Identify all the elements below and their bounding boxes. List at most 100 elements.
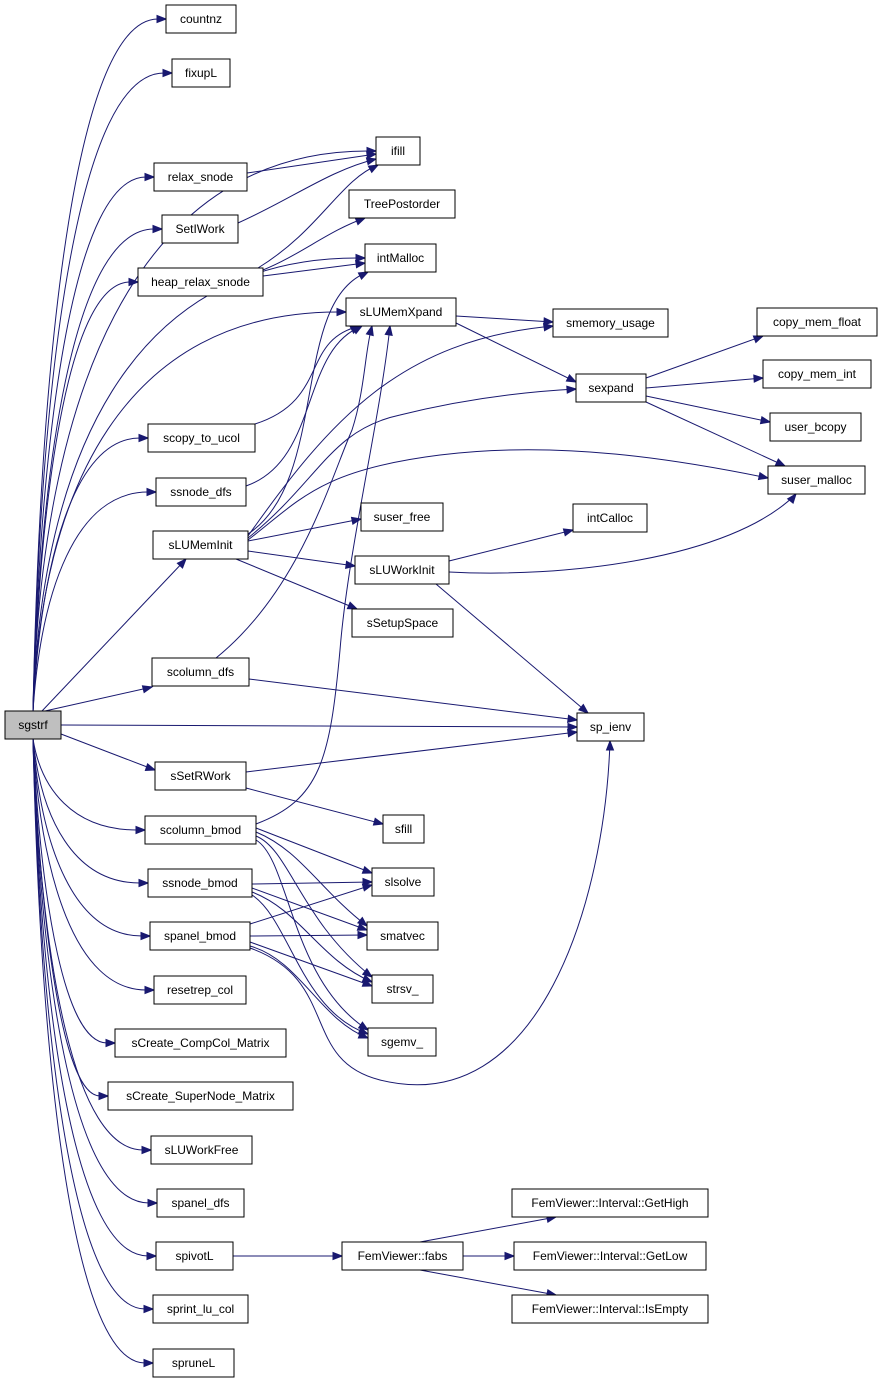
node-intMalloc[interactable]: intMalloc: [364, 243, 437, 273]
node-box[interactable]: [348, 189, 456, 219]
node-label[interactable]: sLUMemXpand: [360, 305, 443, 319]
node-label[interactable]: ssnode_dfs: [170, 485, 231, 499]
node-label[interactable]: spanel_bmod: [164, 929, 236, 943]
node-box[interactable]: [165, 4, 237, 34]
node-sSetRWork[interactable]: sSetRWork: [154, 761, 247, 791]
node-sgstrf[interactable]: sgstrf: [4, 710, 62, 740]
node-ssnode_bmod[interactable]: ssnode_bmod: [147, 868, 253, 898]
node-label[interactable]: sp_ienv: [590, 720, 631, 734]
node-countnz[interactable]: countnz: [165, 4, 237, 34]
node-label[interactable]: user_bcopy: [784, 420, 846, 434]
node-box[interactable]: [152, 1348, 235, 1378]
node-label[interactable]: smemory_usage: [566, 316, 655, 330]
node-box[interactable]: [366, 921, 439, 951]
node-ssnode_dfs[interactable]: ssnode_dfs: [155, 477, 247, 507]
node-box[interactable]: [756, 307, 878, 337]
node-label[interactable]: sgemv_: [381, 1035, 423, 1049]
node-box[interactable]: [511, 1188, 709, 1218]
node-box[interactable]: [153, 162, 248, 192]
node-box[interactable]: [155, 477, 247, 507]
node-label[interactable]: TreePostorder: [364, 197, 440, 211]
node-TreePostorder[interactable]: TreePostorder: [348, 189, 456, 219]
node-sLUWorkInit[interactable]: sLUWorkInit: [354, 555, 450, 585]
node-smemory_usage[interactable]: smemory_usage: [552, 308, 669, 338]
node-label[interactable]: sCreate_SuperNode_Matrix: [126, 1089, 275, 1103]
node-user_bcopy[interactable]: user_bcopy: [769, 412, 862, 442]
node-label[interactable]: countnz: [180, 12, 222, 26]
node-sSetupSpace[interactable]: sSetupSpace: [351, 608, 454, 638]
node-box[interactable]: [382, 814, 425, 844]
node-label[interactable]: sLUWorkFree: [165, 1143, 239, 1157]
node-label[interactable]: relax_snode: [168, 170, 234, 184]
node-label[interactable]: fixupL: [185, 66, 217, 80]
node-label[interactable]: scolumn_dfs: [167, 665, 234, 679]
node-label[interactable]: sSetRWork: [170, 769, 231, 783]
node-box[interactable]: [354, 555, 450, 585]
node-strsv_[interactable]: strsv_: [371, 974, 434, 1004]
node-GetHigh[interactable]: FemViewer::Interval::GetHigh: [511, 1188, 709, 1218]
node-label[interactable]: copy_mem_float: [773, 315, 862, 329]
node-box[interactable]: [576, 712, 645, 742]
node-sfill[interactable]: sfill: [382, 814, 425, 844]
node-scolumn_bmod[interactable]: scolumn_bmod: [144, 815, 257, 845]
node-label[interactable]: sSetupSpace: [367, 616, 439, 630]
node-box[interactable]: [154, 761, 247, 791]
node-label[interactable]: strsv_: [386, 982, 418, 996]
node-box[interactable]: [371, 867, 435, 897]
node-resetrep_col[interactable]: resetrep_col: [153, 975, 247, 1005]
node-copy_mem_int[interactable]: copy_mem_int: [762, 359, 872, 389]
node-box[interactable]: [364, 243, 437, 273]
node-sprint_lu_col[interactable]: sprint_lu_col: [152, 1294, 249, 1324]
node-sexpand[interactable]: sexpand: [575, 373, 647, 403]
node-label[interactable]: sfill: [395, 822, 412, 836]
node-label[interactable]: ifill: [391, 144, 405, 158]
node-box[interactable]: [152, 1294, 249, 1324]
node-label[interactable]: copy_mem_int: [778, 367, 857, 381]
node-label[interactable]: intMalloc: [377, 251, 424, 265]
node-scopy_to_ucol[interactable]: scopy_to_ucol: [147, 423, 256, 453]
node-spruneL[interactable]: spruneL: [152, 1348, 235, 1378]
node-slsolve[interactable]: slsolve: [371, 867, 435, 897]
node-label[interactable]: FemViewer::Interval::IsEmpty: [532, 1302, 689, 1316]
node-sLUMemXpand[interactable]: sLUMemXpand: [345, 297, 457, 327]
node-box[interactable]: [150, 1135, 253, 1165]
node-label[interactable]: FemViewer::fabs: [358, 1249, 448, 1263]
node-smatvec[interactable]: smatvec: [366, 921, 439, 951]
node-box[interactable]: [552, 308, 669, 338]
node-box[interactable]: [107, 1081, 294, 1111]
node-label[interactable]: ssnode_bmod: [162, 876, 237, 890]
node-copy_mem_float[interactable]: copy_mem_float: [756, 307, 878, 337]
node-ifill[interactable]: ifill: [375, 136, 421, 166]
node-box[interactable]: [4, 710, 62, 740]
node-label[interactable]: slsolve: [385, 875, 422, 889]
node-suser_free[interactable]: suser_free: [360, 502, 444, 532]
node-label[interactable]: FemViewer::Interval::GetLow: [533, 1249, 688, 1263]
node-box[interactable]: [767, 465, 866, 495]
node-label[interactable]: sLUWorkInit: [369, 563, 435, 577]
node-label[interactable]: resetrep_col: [167, 983, 233, 997]
node-box[interactable]: [351, 608, 454, 638]
node-fabs[interactable]: FemViewer::fabs: [341, 1241, 464, 1271]
node-box[interactable]: [367, 1027, 437, 1057]
node-suser_malloc[interactable]: suser_malloc: [767, 465, 866, 495]
node-heap_relax_snode[interactable]: heap_relax_snode: [137, 267, 264, 297]
node-box[interactable]: [513, 1241, 707, 1271]
node-box[interactable]: [511, 1294, 709, 1324]
node-sLUMemInit[interactable]: sLUMemInit: [152, 530, 249, 560]
node-box[interactable]: [149, 921, 251, 951]
node-box[interactable]: [155, 1241, 234, 1271]
node-box[interactable]: [144, 815, 257, 845]
node-sp_ienv[interactable]: sp_ienv: [576, 712, 645, 742]
node-box[interactable]: [375, 136, 421, 166]
node-label[interactable]: SetIWork: [175, 222, 225, 236]
node-box[interactable]: [137, 267, 264, 297]
node-label[interactable]: smatvec: [380, 929, 425, 943]
node-box[interactable]: [360, 502, 444, 532]
node-box[interactable]: [156, 1188, 245, 1218]
node-label[interactable]: heap_relax_snode: [151, 275, 250, 289]
node-box[interactable]: [762, 359, 872, 389]
node-label[interactable]: intCalloc: [587, 511, 633, 525]
node-spivotL[interactable]: spivotL: [155, 1241, 234, 1271]
node-label[interactable]: sLUMemInit: [168, 538, 233, 552]
node-label[interactable]: sCreate_CompCol_Matrix: [131, 1036, 269, 1050]
